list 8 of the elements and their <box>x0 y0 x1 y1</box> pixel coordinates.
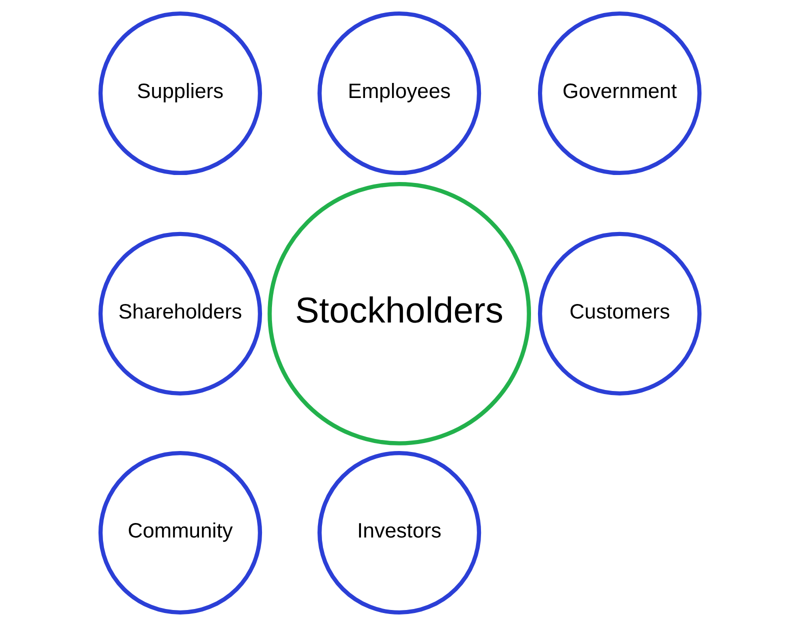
node-circle: Shareholders <box>98 232 262 396</box>
node-circle: Employees <box>318 11 482 176</box>
node-circle: Investors <box>318 450 482 615</box>
node-circle: Community <box>98 450 262 615</box>
node-circle: Customers <box>538 232 702 396</box>
node-circle: Government <box>538 11 702 176</box>
node-circle: Stockholders <box>268 182 531 446</box>
node-circle: Suppliers <box>98 11 262 176</box>
